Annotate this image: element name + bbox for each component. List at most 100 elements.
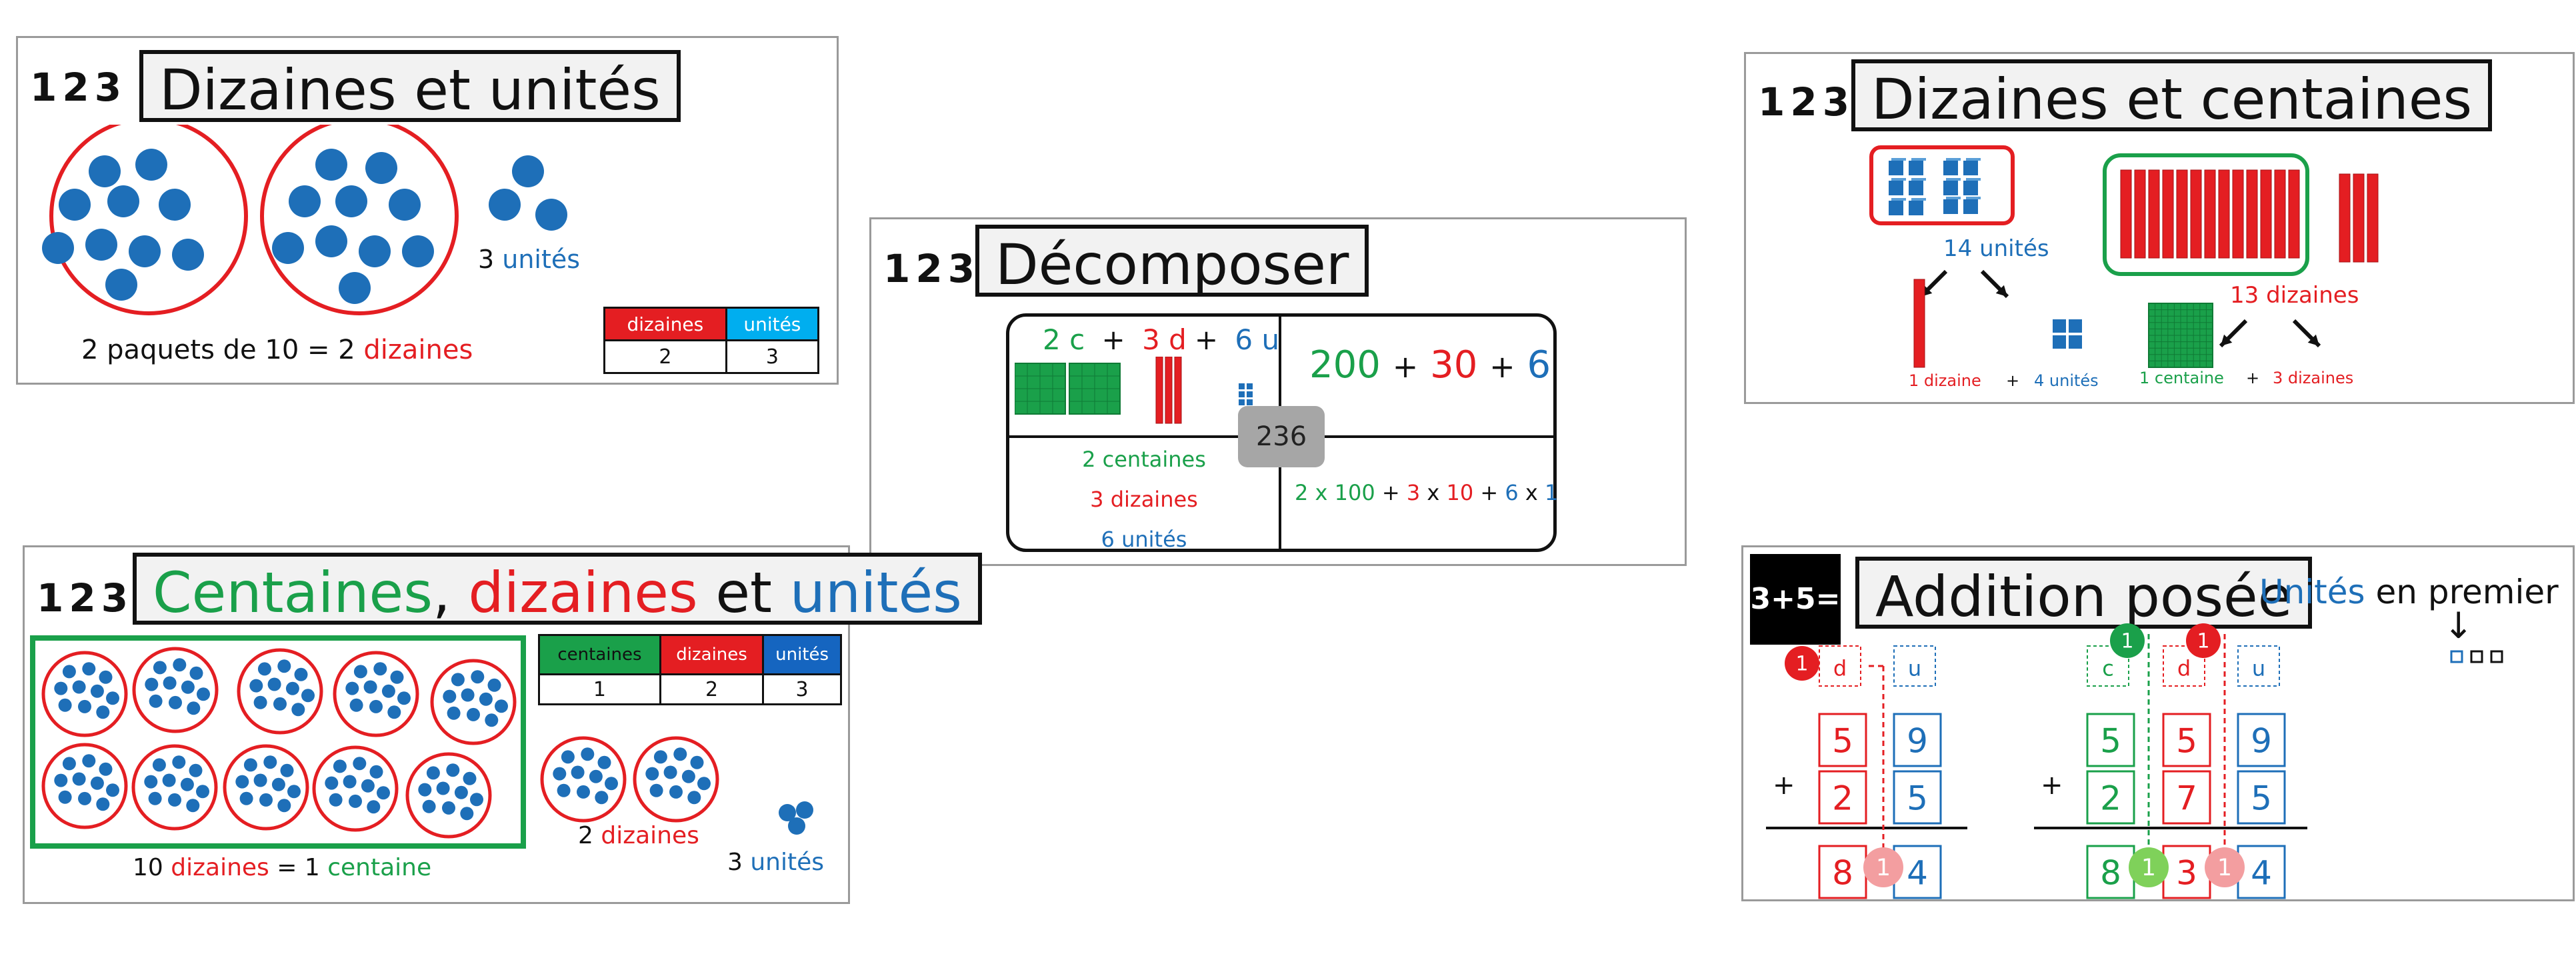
- cell-top-d: 5: [1818, 713, 1867, 767]
- units-dots: [489, 155, 567, 231]
- dot: [796, 801, 813, 819]
- ten-packet: [312, 745, 399, 832]
- dot: [271, 777, 285, 791]
- note: Unités en premier: [2259, 573, 2559, 611]
- dot: [243, 758, 257, 772]
- dot: [345, 681, 359, 695]
- dot: [163, 676, 177, 690]
- ten-rod: [2176, 169, 2188, 259]
- ten-rod: [2232, 169, 2244, 259]
- dot: [54, 681, 68, 695]
- down-arrow: ↓: [2443, 605, 2474, 647]
- cell-r-top-c-digit: 5: [2100, 722, 2121, 761]
- dot: [460, 807, 474, 821]
- sum-tens: 30: [1430, 343, 1478, 387]
- dot: [72, 680, 86, 694]
- dot: [149, 694, 163, 708]
- dot: [259, 793, 273, 807]
- dot: [454, 785, 468, 799]
- dot: [186, 799, 200, 813]
- dot: [333, 759, 347, 773]
- cell-r-top-d-digit: 5: [2176, 722, 2197, 761]
- product-plus-2: +: [1480, 480, 1499, 505]
- cube-top: [1966, 197, 1981, 199]
- carry-ghost-left-text: 1: [1876, 855, 1891, 881]
- dot: [387, 705, 401, 719]
- carry-ball-d: 1: [2186, 623, 2221, 658]
- dot: [172, 755, 186, 769]
- units-label: 3 unités: [478, 245, 580, 274]
- product-line: 2 x 100 + 3 x 10 + 6 x 1: [1295, 480, 1558, 505]
- dot: [235, 775, 249, 789]
- ten-packet: [333, 651, 419, 737]
- unit-cube-small: [2069, 335, 2082, 349]
- dot: [62, 665, 76, 679]
- packet-ring: [633, 736, 719, 823]
- packet-ring: [430, 659, 517, 745]
- word-centaines: 2 centaines: [1082, 447, 1206, 472]
- card-decomposer: 123 Décomposer 2 c + 3 d+ 6 u: [869, 217, 1687, 566]
- cell-r-top-d-box: [2162, 713, 2211, 767]
- title-dizaines: dizaines: [468, 560, 698, 625]
- dot: [369, 765, 383, 779]
- ten-packet: [223, 744, 309, 831]
- dot: [325, 776, 339, 790]
- cube-top: [1911, 178, 1926, 181]
- blocks-illustration: [1869, 145, 2379, 368]
- dot: [58, 790, 72, 804]
- sum-plus-2: +: [1489, 349, 1515, 385]
- dot: [99, 670, 113, 684]
- dot: [377, 786, 390, 800]
- dot: [446, 763, 460, 777]
- dot: [470, 793, 483, 807]
- ten-rod-extra: [2367, 173, 2379, 263]
- value-dizaines: 2: [603, 339, 727, 374]
- carry-ghost-c-circle: [2129, 847, 2169, 887]
- header-unites: unités: [725, 307, 820, 341]
- dot: [287, 785, 301, 799]
- header-r-u: u: [2237, 645, 2280, 687]
- dot: [367, 800, 381, 814]
- header-r-c-digit: c: [2102, 655, 2114, 681]
- unit-cubes: [1239, 383, 1253, 405]
- dot: [681, 769, 695, 783]
- cube-top: [1946, 178, 1961, 181]
- ten-packet: [405, 752, 492, 839]
- dot: [153, 661, 167, 675]
- cell-r-mid-d: 7: [2162, 770, 2211, 825]
- c-part: 2 c: [1043, 323, 1085, 356]
- dot: [788, 817, 805, 835]
- dot: [361, 779, 375, 793]
- product-units-digit: 6: [1505, 480, 1519, 505]
- packet-circle-2: [260, 125, 459, 315]
- ten-packet: [131, 744, 218, 831]
- card-addition-posee: 3+5= Addition posée Unités en premier ↓ …: [1741, 545, 2575, 901]
- ten-packet: [633, 736, 719, 823]
- dot: [148, 791, 162, 805]
- dot: [463, 771, 477, 785]
- cell-r-top-c: 5: [2086, 713, 2135, 767]
- cell-mid-u: 5: [1893, 770, 1942, 825]
- dot: [285, 681, 299, 695]
- sum-hundreds: 200: [1309, 343, 1381, 387]
- units-word: unités: [502, 245, 581, 274]
- dot: [197, 687, 210, 701]
- caption-centaine: centaine: [327, 854, 432, 881]
- cell-r-top-c-box: [2086, 713, 2135, 767]
- packet-ring: [237, 648, 323, 735]
- packet-ring: [131, 744, 218, 831]
- dot: [485, 713, 499, 727]
- note-rest: en premier: [2365, 573, 2559, 611]
- cell-mid-d-box: [1818, 770, 1867, 825]
- dot: [397, 691, 411, 705]
- unit-cube: [1889, 181, 1903, 195]
- units-frame: [1869, 145, 2015, 225]
- cell-res-d-box: [1818, 845, 1867, 899]
- dot: [589, 769, 603, 783]
- cdu-line: 2 c + 3 d+ 6 u: [1043, 323, 1279, 356]
- dot: [673, 747, 687, 761]
- cell-r-mid-d-digit: 7: [2176, 779, 2197, 818]
- ten-packet: [41, 651, 128, 737]
- carry-ball-left: 1: [1785, 646, 1819, 681]
- dot: [267, 677, 281, 691]
